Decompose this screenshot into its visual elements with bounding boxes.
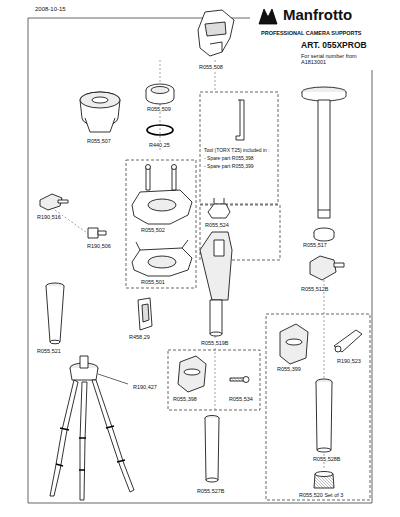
bowl-part <box>80 92 120 132</box>
part-number: R055,534 <box>228 396 254 402</box>
part-number: R055,527B <box>196 488 226 494</box>
part-number: R055,517 <box>302 242 328 248</box>
leg-clamp <box>280 324 308 364</box>
part-number: R055,528B <box>312 456 342 462</box>
leg-tube <box>316 379 332 452</box>
part-number: R055,398 <box>172 396 198 402</box>
brand-logo <box>258 7 278 27</box>
lever-part <box>334 330 362 352</box>
part-number: R055,524 <box>204 222 230 228</box>
flip-lock-part <box>198 10 234 56</box>
tool-note: - Spare part R055,399 <box>203 164 254 170</box>
brand-name: Manfrotto <box>282 6 353 23</box>
casting-upper <box>132 165 192 225</box>
rubber-foot <box>314 472 334 489</box>
spring-clip <box>208 198 230 218</box>
date-label: 2008-10-15 <box>34 6 67 13</box>
part-number: R055,509 <box>146 106 172 112</box>
part-number: R190,523 <box>336 358 362 364</box>
part-number: R055,502 <box>140 227 166 233</box>
screw-part <box>230 377 249 383</box>
part-number: R055,519B <box>200 340 230 346</box>
part-number: R458,29 <box>128 334 151 340</box>
part-number: R055,399 <box>276 366 302 372</box>
leg-tube <box>46 283 64 344</box>
clip-part <box>138 298 152 330</box>
part-number: R055,507 <box>86 138 112 144</box>
leg-top <box>200 232 232 336</box>
part-number: R440,25 <box>148 142 171 148</box>
brand-tagline: PROFESSIONAL CAMERA SUPPORTS <box>260 30 363 36</box>
assembly-axis <box>55 60 324 470</box>
torx-key <box>236 100 244 140</box>
group-outline <box>126 92 370 500</box>
tool-note: - Spare part R055,398 <box>203 156 254 162</box>
ring-part <box>146 84 174 104</box>
center-column <box>302 87 346 241</box>
tripod <box>50 356 134 500</box>
part-number: R055,501 <box>140 279 166 285</box>
part-number: R190,506 <box>86 243 112 249</box>
o-ring <box>147 125 173 135</box>
lock-knob <box>310 256 344 280</box>
knob-part <box>40 194 68 210</box>
leg-clamp <box>178 356 206 392</box>
page-frame <box>28 18 372 503</box>
part-number: R055,508 <box>198 64 224 70</box>
part-number: R190,516 <box>36 214 62 220</box>
article-number: ART. 055XPROB <box>300 41 368 51</box>
tool-note: Tool (TORX T25) included in : <box>203 148 271 154</box>
casting-lower <box>132 240 192 276</box>
serial-note: For serial number from A1813001 <box>300 53 360 66</box>
part-number: R055,512B <box>300 286 330 292</box>
nut-part <box>88 228 106 238</box>
part-number: R190,427 <box>132 384 158 390</box>
part-number: R055,521 <box>36 348 62 354</box>
part-number: R055,520 Set of 3 <box>298 492 344 498</box>
leg-tube <box>205 416 219 483</box>
